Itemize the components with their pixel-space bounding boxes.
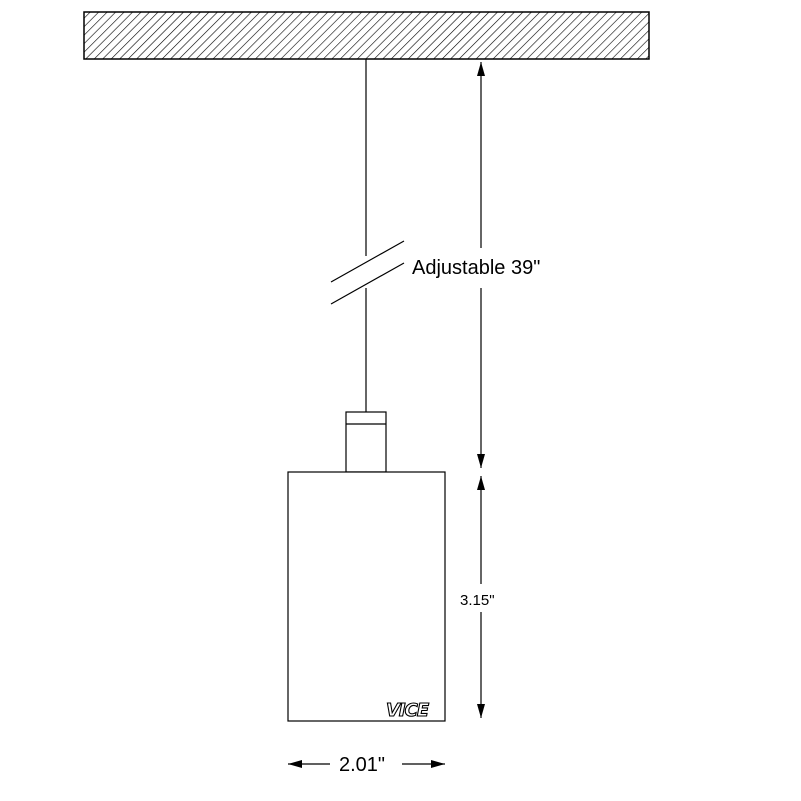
cord-break-mark bbox=[330, 240, 405, 305]
shade-width-dimension bbox=[288, 760, 445, 768]
cord-length-label: Adjustable 39" bbox=[412, 257, 540, 279]
lamp-shade bbox=[287, 471, 446, 722]
ceiling-plate bbox=[83, 11, 650, 60]
shade-height-label: 3.15" bbox=[460, 592, 495, 609]
shade-height-dimension bbox=[477, 476, 485, 718]
socket-cap bbox=[345, 411, 387, 473]
cord-length-dimension bbox=[477, 62, 485, 468]
brand-logo: VICE bbox=[386, 700, 430, 721]
shade-width-label: 2.01" bbox=[339, 754, 385, 776]
